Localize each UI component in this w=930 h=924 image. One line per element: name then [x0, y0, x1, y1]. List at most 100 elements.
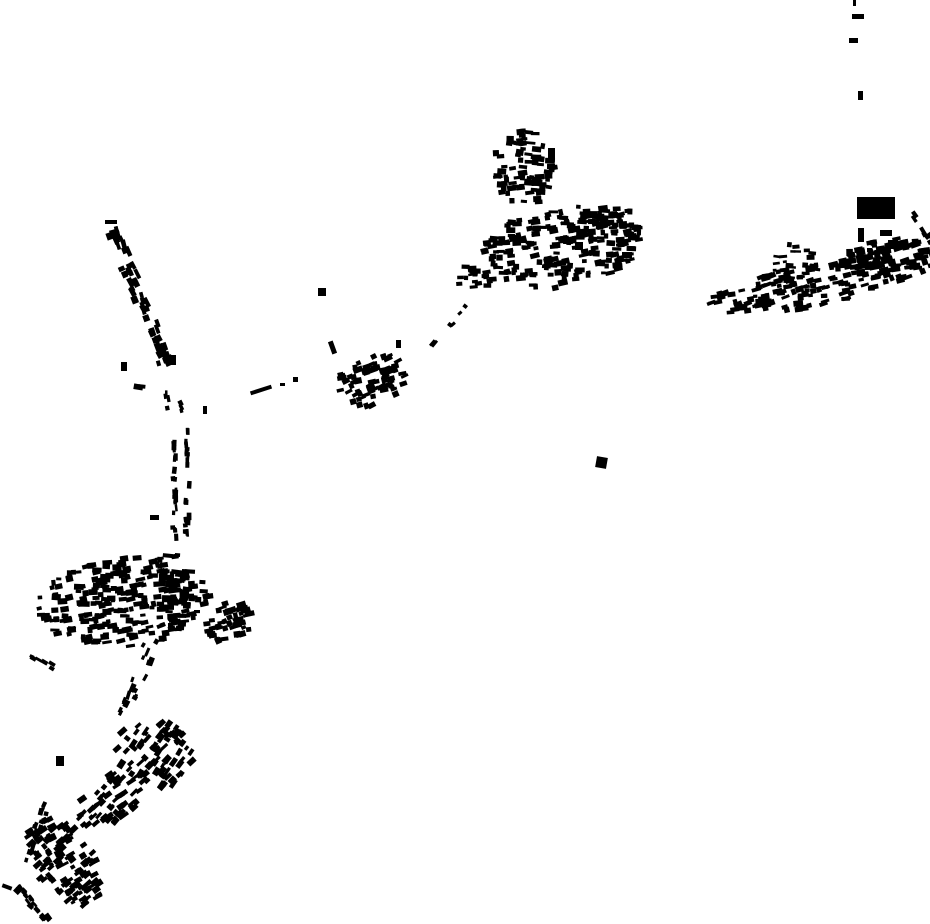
building — [560, 265, 567, 272]
building — [80, 808, 87, 816]
building — [123, 734, 131, 742]
building — [369, 352, 378, 360]
building — [86, 806, 95, 814]
building — [456, 281, 463, 287]
building — [184, 586, 193, 591]
building — [556, 259, 567, 267]
building — [617, 211, 626, 217]
building — [911, 210, 919, 219]
building — [100, 633, 110, 641]
building — [48, 862, 55, 868]
building — [151, 766, 162, 777]
building — [820, 293, 828, 299]
building — [142, 314, 151, 323]
building — [129, 260, 137, 270]
building — [115, 240, 121, 251]
building — [138, 775, 149, 786]
building — [128, 606, 134, 612]
building — [235, 600, 247, 609]
building — [40, 876, 48, 884]
building — [88, 848, 97, 857]
building — [529, 274, 537, 278]
building — [1, 883, 13, 891]
building — [141, 628, 149, 634]
building — [158, 568, 169, 574]
building — [391, 390, 400, 399]
building — [806, 302, 813, 309]
building — [89, 870, 99, 879]
building — [91, 586, 99, 592]
building — [767, 271, 777, 280]
building — [45, 815, 54, 823]
building — [578, 228, 588, 234]
building — [78, 851, 88, 860]
building — [921, 258, 929, 266]
building — [118, 573, 128, 579]
building — [47, 823, 59, 834]
building — [526, 225, 534, 232]
building — [88, 588, 98, 596]
building — [162, 356, 168, 364]
building — [65, 574, 74, 583]
building — [48, 665, 55, 672]
building — [104, 599, 111, 607]
building — [93, 789, 101, 796]
building — [122, 699, 131, 709]
building — [469, 285, 478, 289]
building — [173, 527, 177, 531]
building — [490, 260, 496, 267]
building — [203, 599, 209, 606]
building — [531, 232, 540, 238]
building — [110, 774, 122, 785]
building — [367, 378, 377, 386]
building — [564, 235, 569, 239]
building — [880, 230, 892, 236]
building — [162, 553, 173, 559]
building — [868, 283, 879, 291]
building — [175, 747, 183, 757]
building — [61, 613, 69, 619]
building — [163, 772, 173, 781]
building — [151, 759, 159, 767]
building — [117, 607, 123, 611]
building — [158, 635, 167, 642]
building — [153, 324, 161, 335]
building — [61, 823, 71, 833]
building — [64, 880, 72, 889]
building — [789, 282, 795, 286]
building — [44, 912, 53, 922]
building — [554, 269, 562, 276]
building — [506, 259, 516, 267]
building — [849, 38, 858, 43]
building — [146, 574, 153, 580]
building — [118, 596, 128, 602]
building — [525, 240, 532, 245]
building — [53, 630, 63, 637]
building — [140, 642, 146, 648]
building — [531, 145, 542, 153]
building — [41, 801, 48, 809]
building — [858, 91, 863, 100]
building — [13, 887, 22, 896]
building — [171, 445, 177, 451]
building — [83, 879, 93, 888]
building — [37, 595, 43, 600]
building — [548, 148, 555, 160]
building — [91, 640, 99, 645]
building — [83, 613, 89, 619]
building — [87, 626, 93, 634]
building — [71, 895, 79, 903]
building — [557, 278, 569, 287]
building — [104, 817, 112, 825]
building — [784, 268, 790, 272]
building — [535, 187, 545, 193]
building — [94, 600, 103, 606]
building — [96, 622, 106, 631]
building — [187, 748, 195, 757]
building — [520, 146, 526, 151]
building — [808, 293, 813, 298]
building — [77, 866, 84, 874]
building — [52, 592, 59, 597]
building — [167, 775, 177, 785]
building — [102, 559, 113, 565]
